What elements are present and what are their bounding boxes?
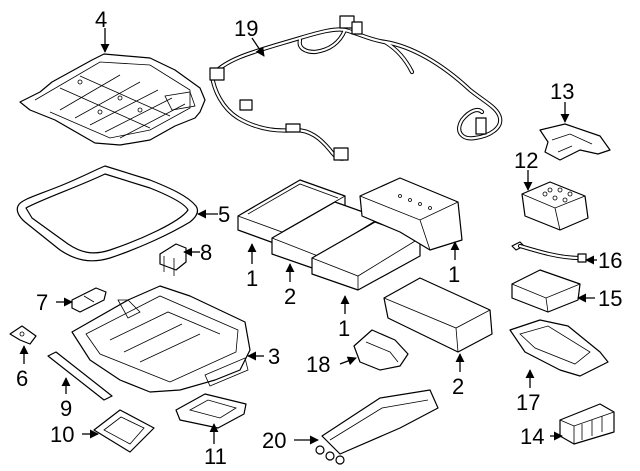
part-14-connector-block xyxy=(559,403,615,445)
callout-7: 7 xyxy=(36,290,48,315)
part-15-module xyxy=(511,269,581,313)
part-7-bracket xyxy=(71,287,107,313)
callout-17: 17 xyxy=(516,390,540,415)
callout-4: 4 xyxy=(95,7,107,32)
callout-5: 5 xyxy=(218,202,230,227)
callout-2: 2 xyxy=(452,374,464,399)
part-6-bracket xyxy=(9,325,37,345)
part-13-upper-bracket xyxy=(539,123,611,161)
part-10-pad xyxy=(93,409,155,453)
callout-15: 15 xyxy=(598,286,622,311)
callout-2: 2 xyxy=(284,284,296,309)
part-20-busbar-assembly xyxy=(315,389,439,465)
callout-1: 1 xyxy=(448,262,460,287)
callout-12: 12 xyxy=(514,148,538,173)
part-18-junction-box xyxy=(353,329,409,371)
part-12-control-module xyxy=(521,181,589,231)
callout-10: 10 xyxy=(50,422,74,447)
leader-lines xyxy=(19,28,597,445)
callout-16: 16 xyxy=(598,248,622,273)
callout-13: 13 xyxy=(550,79,574,104)
callout-3: 3 xyxy=(268,344,280,369)
callout-14: 14 xyxy=(520,424,544,449)
callout-9: 9 xyxy=(60,396,72,421)
callout-11: 11 xyxy=(204,444,227,469)
callout-1: 1 xyxy=(338,316,350,341)
callout-20: 20 xyxy=(262,428,286,453)
part-17-lower-bracket xyxy=(509,319,609,377)
callout-6: 6 xyxy=(16,366,28,391)
part-2-battery-module-lower xyxy=(383,277,493,353)
part-19-wiring-harness xyxy=(209,15,503,161)
callout-19: 19 xyxy=(234,16,258,41)
part-16-sensor-cable xyxy=(511,241,587,263)
callout-8: 8 xyxy=(200,240,212,265)
part-8-clip xyxy=(159,243,187,276)
part-5-gasket xyxy=(16,165,199,262)
part-4-floor-cover xyxy=(19,53,206,146)
callout-18: 18 xyxy=(306,352,330,377)
part-3-battery-tray xyxy=(71,285,251,393)
callout-1: 1 xyxy=(246,266,258,291)
part-1-battery-module-right xyxy=(359,177,463,251)
callout-labels: 4 19 13 12 5 8 1 2 1 1 16 7 15 6 3 18 2 … xyxy=(16,7,622,469)
part-11-cover xyxy=(175,393,247,429)
part-9-seal-strip xyxy=(47,351,113,401)
